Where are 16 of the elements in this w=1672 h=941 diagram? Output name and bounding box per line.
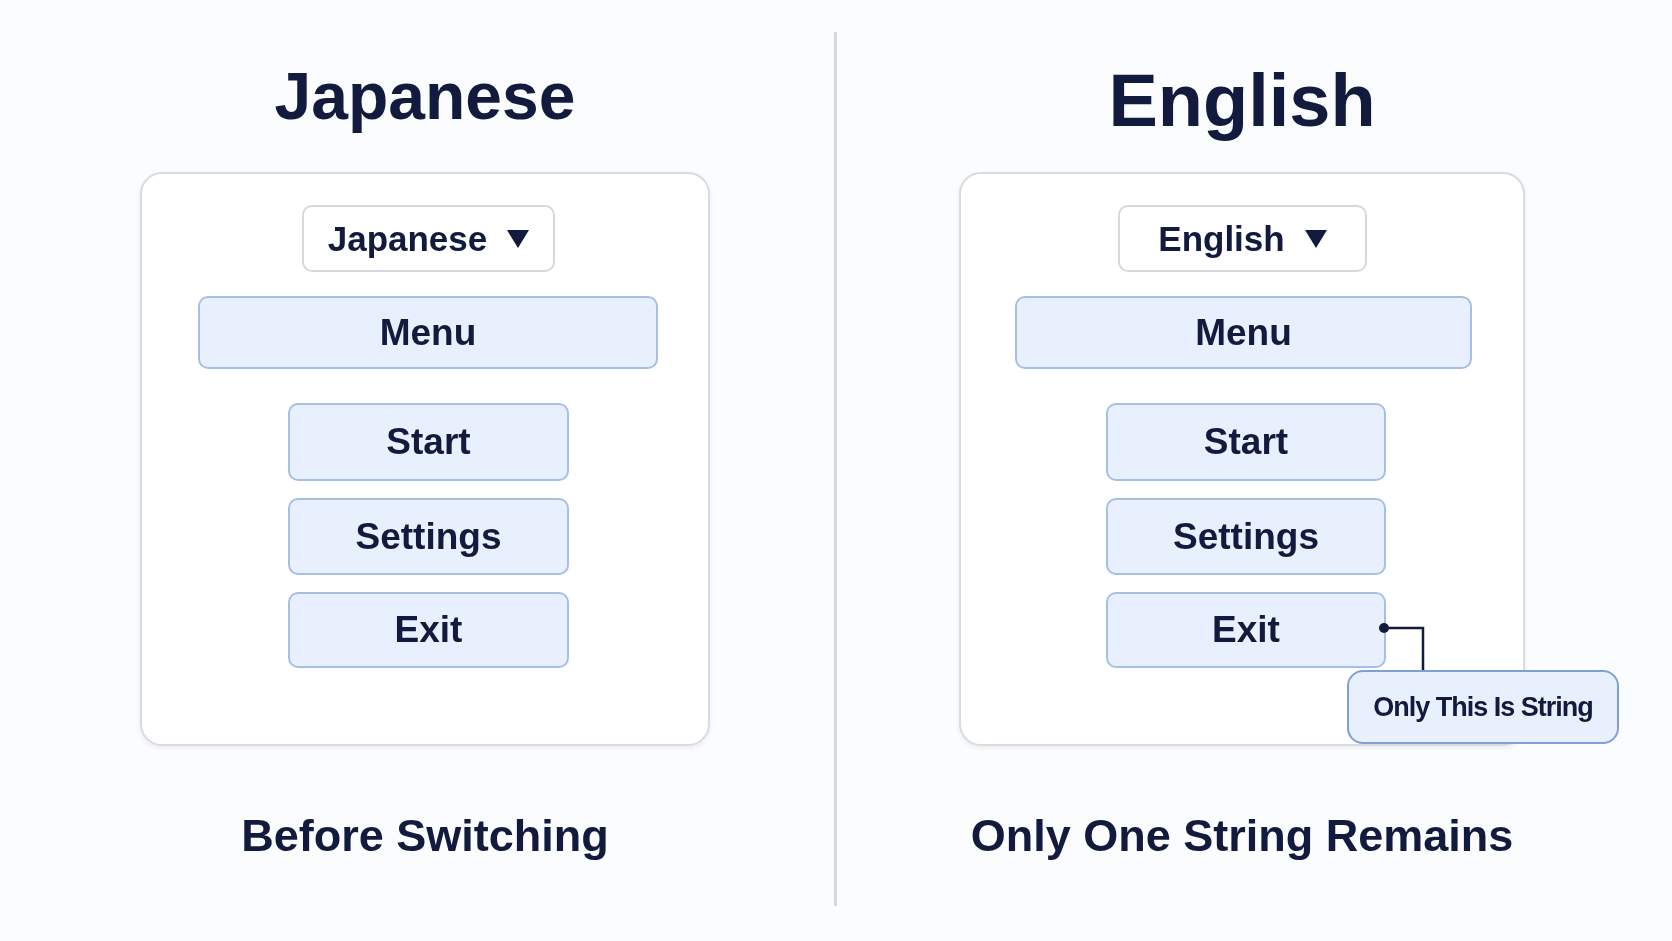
language-dropdown: Japanese xyxy=(302,205,555,272)
menu-button: Settings xyxy=(288,498,569,575)
menu-button: Start xyxy=(1106,403,1386,481)
leader-line xyxy=(1379,623,1425,670)
menu-button: Settings xyxy=(1106,498,1386,575)
menu-button: Exit xyxy=(1106,592,1386,668)
menu-button: Start xyxy=(288,403,569,481)
menu-button: Exit xyxy=(288,592,569,668)
panel-caption: Only One String Remains xyxy=(970,810,1514,862)
panel-heading: English xyxy=(1108,60,1376,142)
menu-title-bar: Menu xyxy=(1015,296,1472,369)
callout-tag: Only This Is String xyxy=(1347,670,1619,744)
menu-title-bar: Menu xyxy=(198,296,658,369)
panel-caption: Before Switching xyxy=(241,810,609,862)
panel-heading: Japanese xyxy=(274,60,576,133)
language-dropdown: English xyxy=(1118,205,1367,272)
